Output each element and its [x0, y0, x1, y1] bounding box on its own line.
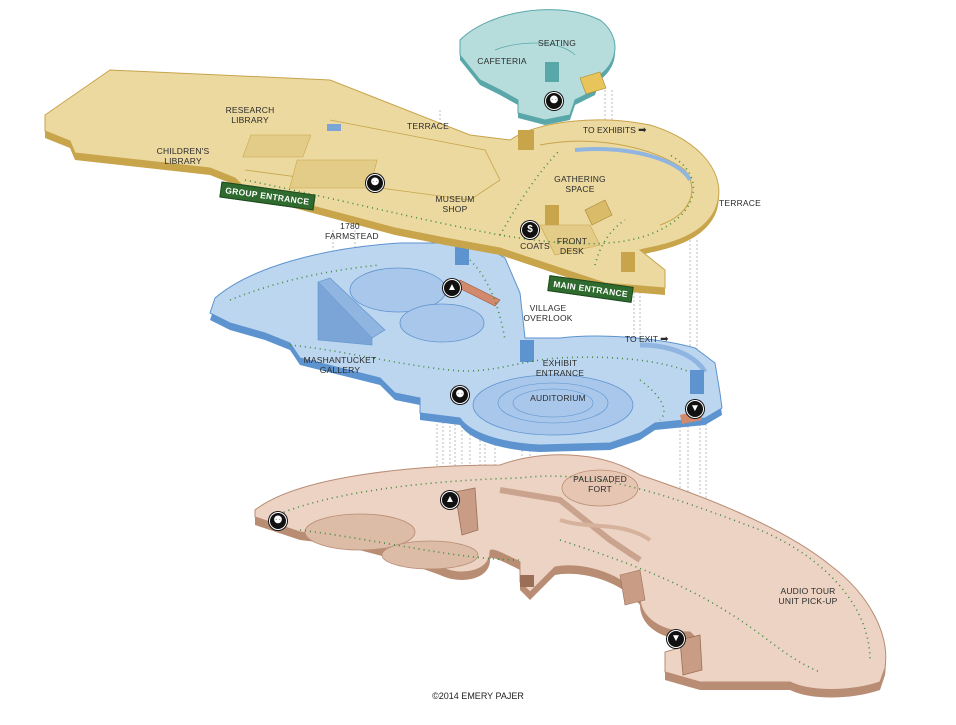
to-exit-text: TO EXIT	[625, 334, 658, 344]
down-arrow-icon: ▼	[667, 630, 685, 648]
label-farmstead: 1780 FARMSTEAD	[325, 221, 379, 241]
restroom-icon: ⚉	[545, 92, 563, 110]
label-to-exit: TO EXIT ➡	[625, 334, 669, 345]
label-gathering-space: GATHERING SPACE	[554, 174, 606, 194]
cafeteria-level	[459, 9, 616, 125]
label-audio-tour: AUDIO TOUR UNIT PICK-UP	[778, 586, 838, 606]
restroom-icon: ⚉	[269, 512, 287, 530]
dollar-icon: $	[521, 221, 539, 239]
label-front-desk: FRONT DESK	[556, 236, 588, 256]
to-exhibits-text: TO EXHIBITS	[583, 125, 636, 135]
label-coats: COATS	[520, 241, 550, 251]
label-mashantucket-gallery: MASHANTUCKET GALLERY	[303, 355, 377, 375]
right-arrow-icon: ➡	[638, 125, 647, 136]
lower-level	[254, 454, 887, 698]
label-exhibit-entrance: EXHIBIT ENTRANCE	[535, 358, 585, 378]
label-childrens-library: CHILDREN'S LIBRARY	[156, 146, 210, 166]
restroom-icon: ⚉	[366, 174, 384, 192]
right-arrow-icon: ➡	[660, 334, 669, 345]
up-arrow-icon: ▲	[441, 491, 459, 509]
label-museum-shop: MUSEUM SHOP	[435, 194, 475, 214]
middle-level	[209, 242, 723, 452]
down-arrow-icon: ▼	[686, 400, 704, 418]
label-cafeteria: CAFETERIA	[477, 56, 527, 66]
label-research-library: RESEARCH LIBRARY	[225, 105, 275, 125]
label-to-exhibits: TO EXHIBITS ➡	[583, 125, 647, 136]
up-arrow-icon: ▲	[443, 279, 461, 297]
map-credit: ©2014 EMERY PAJER	[432, 691, 524, 701]
label-seating: SEATING	[537, 38, 577, 48]
restroom-icon: ⚉	[451, 386, 469, 404]
label-pallisaded-fort: PALLISADED FORT	[573, 474, 627, 494]
label-village-overlook: VILLAGE OVERLOOK	[523, 303, 573, 323]
label-auditorium: AUDITORIUM	[530, 393, 586, 403]
label-terrace-top: TERRACE	[406, 121, 450, 131]
label-terrace-right: TERRACE	[718, 198, 762, 208]
